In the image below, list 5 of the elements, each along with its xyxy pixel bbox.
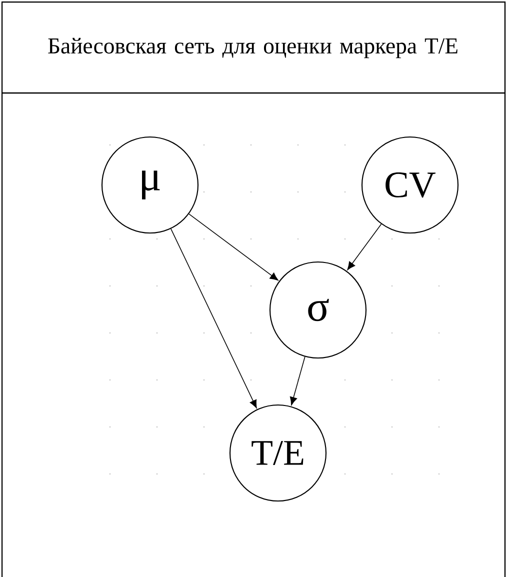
arrow [347,224,382,270]
arrow [290,356,306,406]
title: Байесовская сеть для оценки маркера T/E [48,38,458,58]
arrow [170,228,257,408]
arrow [188,214,278,281]
